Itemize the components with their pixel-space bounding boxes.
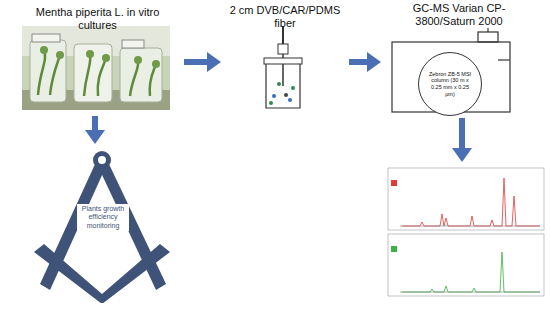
fiber-node: 2 cm DVB/CAR/PDMS fiber: [225, 4, 345, 114]
instrument-node: Zebron ZB-5 MSI column (30 m x 0.25 mm x…: [385, 2, 535, 114]
node-text: Mentha piperita L. in vitro cultures: [15, 6, 180, 32]
arrow-head: [85, 130, 105, 144]
flow-arrow: [349, 52, 381, 72]
node-text: GC-MS Varian CP-3800/Saturn 2000: [395, 2, 523, 28]
arrow-head: [367, 52, 381, 72]
node-text: Zebron ZB-5 MSI column (30 m x 0.25 mm x…: [427, 71, 473, 97]
arrow-head: [207, 52, 221, 72]
fiber-vial: [264, 26, 302, 108]
arrow-shaft: [92, 116, 98, 130]
culture-node: Mentha piperita L. in vitro cultures: [15, 6, 180, 112]
flow-arrow: [452, 118, 472, 162]
culture-photo: [22, 26, 170, 110]
column-circle: Zebron ZB-5 MSI column (30 m x 0.25 mm x…: [418, 52, 482, 116]
flow-arrow: [85, 116, 105, 144]
node-text: 2 cm DVB/CAR/PDMS fiber: [225, 4, 345, 30]
arrow-shaft: [184, 59, 207, 65]
node-text: Plants growth efficiency monitoring: [77, 204, 129, 231]
chromatograms: [388, 168, 544, 296]
symbol-node: Plants growth efficiency monitoring: [30, 148, 175, 303]
flow-arrow: [184, 52, 221, 72]
arrow-shaft: [349, 59, 367, 65]
